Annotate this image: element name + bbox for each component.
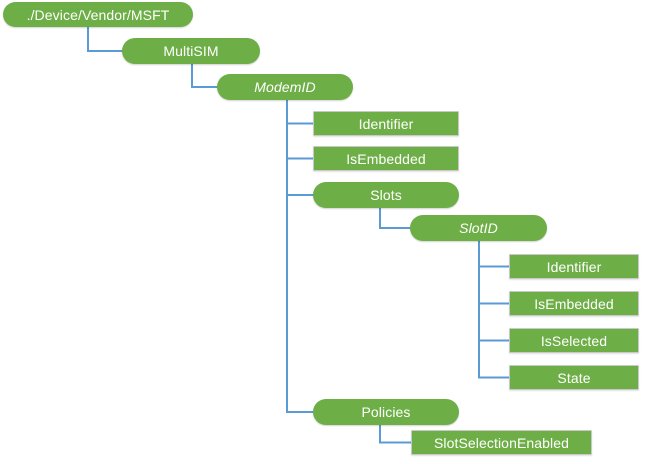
connector-slotid-to-slot-isembedded	[478, 240, 510, 305]
connector-slotid-to-slot-isselected	[478, 240, 510, 342]
node-slotid[interactable]: SlotID	[410, 215, 547, 241]
connector-modemid-to-policies	[286, 99, 314, 413]
node-label-slots: Slots	[370, 187, 402, 203]
connector-multisim-to-modemid	[191, 63, 218, 88]
connector-slotid-to-slot-state	[478, 240, 510, 379]
node-label-slot-identifier: Identifier	[546, 258, 602, 275]
node-label-slotid: SlotID	[459, 220, 498, 236]
node-label-slotselectionenabled: SlotSelectionEnabled	[433, 434, 570, 451]
node-label-modemid: ModemID	[254, 79, 316, 95]
node-label-slot-isselected: IsSelected	[540, 332, 608, 349]
node-modem-isembedded[interactable]: IsEmbedded	[313, 146, 459, 171]
node-modem-identifier[interactable]: Identifier	[313, 111, 459, 136]
connector-slotid-to-slot-identifier	[478, 240, 510, 268]
connector-policies-to-slotselectionenabled	[379, 424, 412, 444]
node-label-root: ./Device/Vendor/MSFT	[26, 6, 170, 23]
connector-slots-to-slotid	[379, 207, 411, 229]
node-label-multisim: MultiSIM	[163, 43, 219, 59]
node-root[interactable]: ./Device/Vendor/MSFT	[3, 2, 193, 27]
node-label-modem-identifier: Identifier	[358, 115, 414, 132]
node-slot-state[interactable]: State	[509, 365, 639, 390]
node-slots[interactable]: Slots	[313, 182, 459, 208]
connector-modemid-to-slots	[286, 99, 314, 196]
node-slot-identifier[interactable]: Identifier	[509, 254, 639, 279]
node-label-slot-state: State	[557, 369, 591, 386]
node-multisim[interactable]: MultiSIM	[122, 38, 260, 64]
node-label-slot-isembedded: IsEmbedded	[534, 295, 614, 312]
node-modemid[interactable]: ModemID	[217, 74, 353, 100]
connector-modemid-to-modem-isembedded	[286, 99, 314, 160]
node-slot-isselected[interactable]: IsSelected	[509, 328, 639, 353]
node-slot-isembedded[interactable]: IsEmbedded	[509, 291, 639, 316]
node-label-policies: Policies	[361, 404, 411, 420]
connector-modemid-to-modem-identifier	[286, 99, 314, 125]
node-label-modem-isembedded: IsEmbedded	[346, 150, 426, 167]
connector-root-to-multisim	[87, 26, 123, 52]
node-slotselectionenabled[interactable]: SlotSelectionEnabled	[411, 430, 592, 455]
node-policies[interactable]: Policies	[313, 399, 459, 425]
